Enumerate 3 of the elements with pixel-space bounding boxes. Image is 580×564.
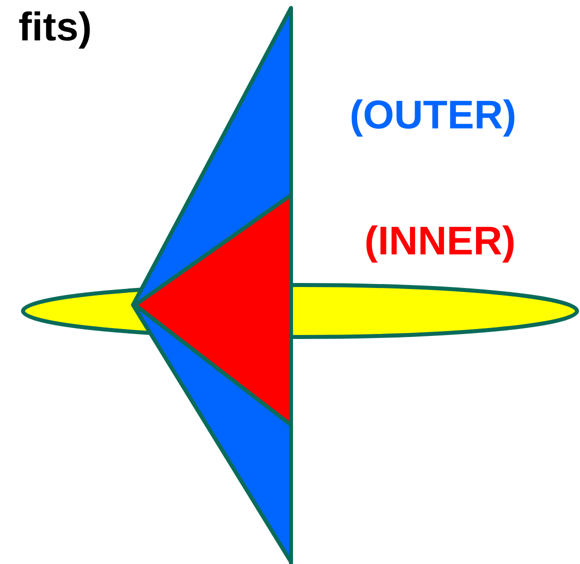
label-text: (OUTER): [352, 99, 514, 137]
label-text: (INNER): [366, 225, 514, 263]
label-text: fits): [19, 11, 90, 49]
